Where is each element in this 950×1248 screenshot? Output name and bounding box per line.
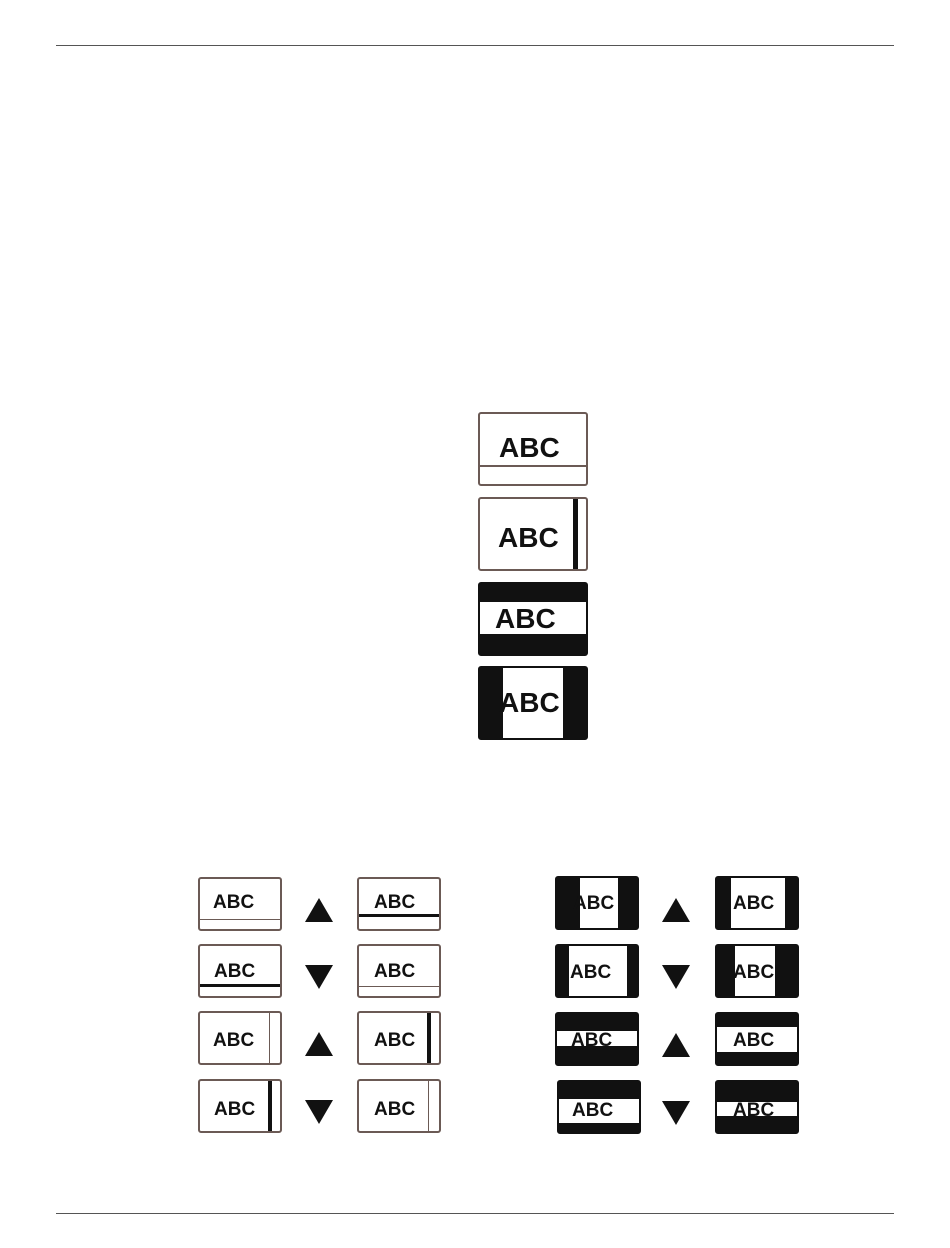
vertical-band-example: ABC (478, 666, 588, 740)
up-arrow-icon (305, 1032, 333, 1056)
right-line (427, 1013, 431, 1063)
down-arrow-icon (305, 1100, 333, 1124)
example-text: ABC (499, 434, 560, 462)
down-arrow-icon (662, 1101, 690, 1125)
box-text: ABC (733, 894, 774, 913)
bottom-line (200, 984, 280, 987)
box-text: ABC (374, 1100, 415, 1119)
to-box: ABC (715, 1012, 799, 1066)
from-box: ABC (555, 1012, 639, 1066)
bottom-line (359, 986, 439, 987)
from-box: ABC (555, 876, 639, 930)
to-box: ABC (357, 1079, 441, 1133)
box-text: ABC (214, 962, 255, 981)
right-line (268, 1081, 272, 1131)
to-box: ABC (357, 877, 441, 931)
box-text: ABC (571, 1031, 612, 1050)
box-text: ABC (214, 1100, 255, 1119)
to-box: ABC (357, 944, 441, 998)
bottom-line (359, 914, 439, 917)
from-box: ABC (198, 877, 282, 931)
box-text: ABC (733, 1101, 774, 1120)
box-text: ABC (572, 1101, 613, 1120)
footer-rule (56, 1213, 894, 1214)
from-box: ABC (198, 944, 282, 998)
to-box: ABC (715, 1080, 799, 1134)
up-arrow-icon (305, 898, 333, 922)
bottom-line (200, 919, 280, 920)
bottom-line (480, 465, 586, 467)
example-text: ABC (495, 605, 556, 633)
right-line-example: ABC (478, 497, 588, 571)
from-box: ABC (555, 944, 639, 998)
box-text: ABC (733, 963, 774, 982)
up-arrow-icon (662, 898, 690, 922)
right-line (573, 499, 578, 569)
box-text: ABC (374, 1031, 415, 1050)
box-text: ABC (213, 1031, 254, 1050)
to-box: ABC (715, 944, 799, 998)
down-arrow-icon (662, 965, 690, 989)
right-line (269, 1013, 270, 1063)
box-text: ABC (573, 894, 614, 913)
to-box: ABC (715, 876, 799, 930)
right-line (428, 1081, 429, 1131)
from-box: ABC (557, 1080, 641, 1134)
horizontal-band-example: ABC (478, 582, 588, 656)
header-rule (56, 45, 894, 46)
example-text: ABC (499, 689, 560, 717)
example-text: ABC (498, 524, 559, 552)
box-text: ABC (374, 893, 415, 912)
to-box: ABC (357, 1011, 441, 1065)
box-text: ABC (374, 962, 415, 981)
box-text: ABC (213, 893, 254, 912)
up-arrow-icon (662, 1033, 690, 1057)
from-box: ABC (198, 1079, 282, 1133)
bottom-line-example: ABC (478, 412, 588, 486)
from-box: ABC (198, 1011, 282, 1065)
down-arrow-icon (305, 965, 333, 989)
box-text: ABC (570, 963, 611, 982)
box-text: ABC (733, 1031, 774, 1050)
